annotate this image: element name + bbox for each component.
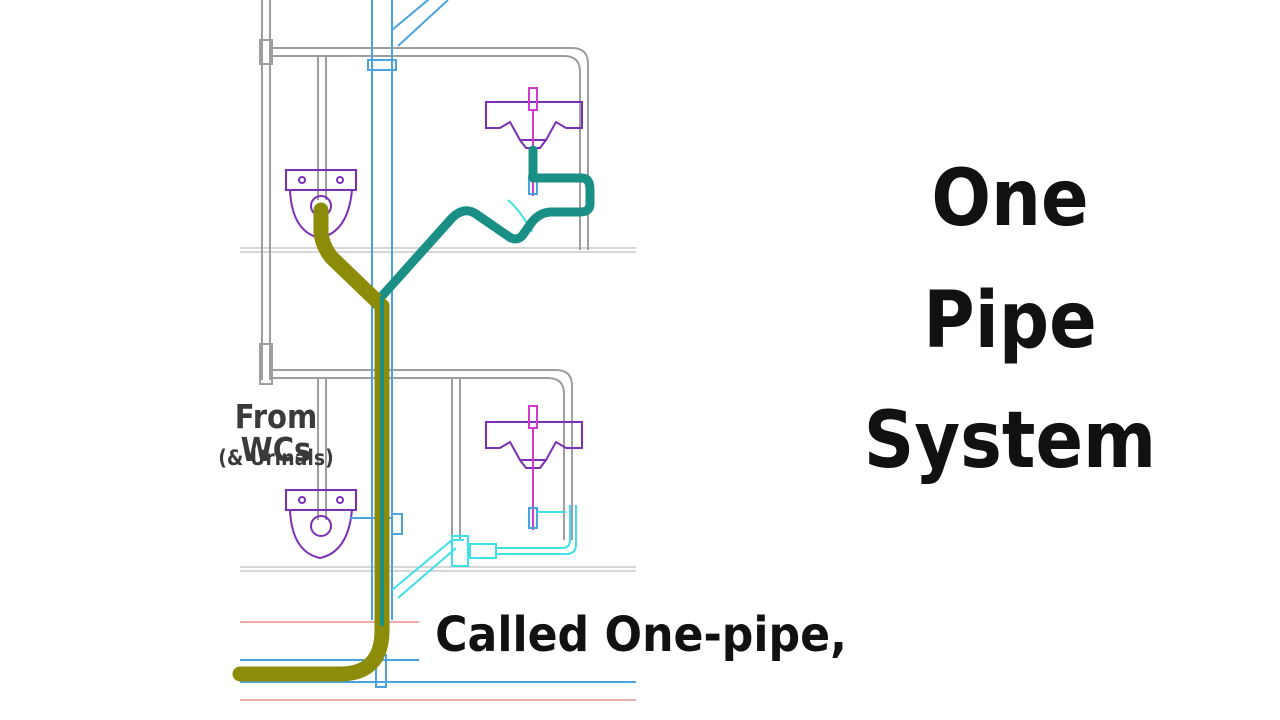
title-line-pipe: Pipe [923,276,1097,366]
urinals-label: (& Urinals) [218,446,334,470]
waste-pipe [377,145,595,301]
gray-vent-pipes [259,0,589,540]
vent-stack [240,0,636,688]
subtitle-caption: Called One-pipe, [419,606,863,666]
title-line-one: One [931,154,1089,244]
title-line-system: System [863,396,1157,486]
from-wcs-label: From WCs [234,397,318,469]
lower-basin [485,405,583,530]
lower-wc [285,489,403,560]
floor-lines [240,247,636,572]
